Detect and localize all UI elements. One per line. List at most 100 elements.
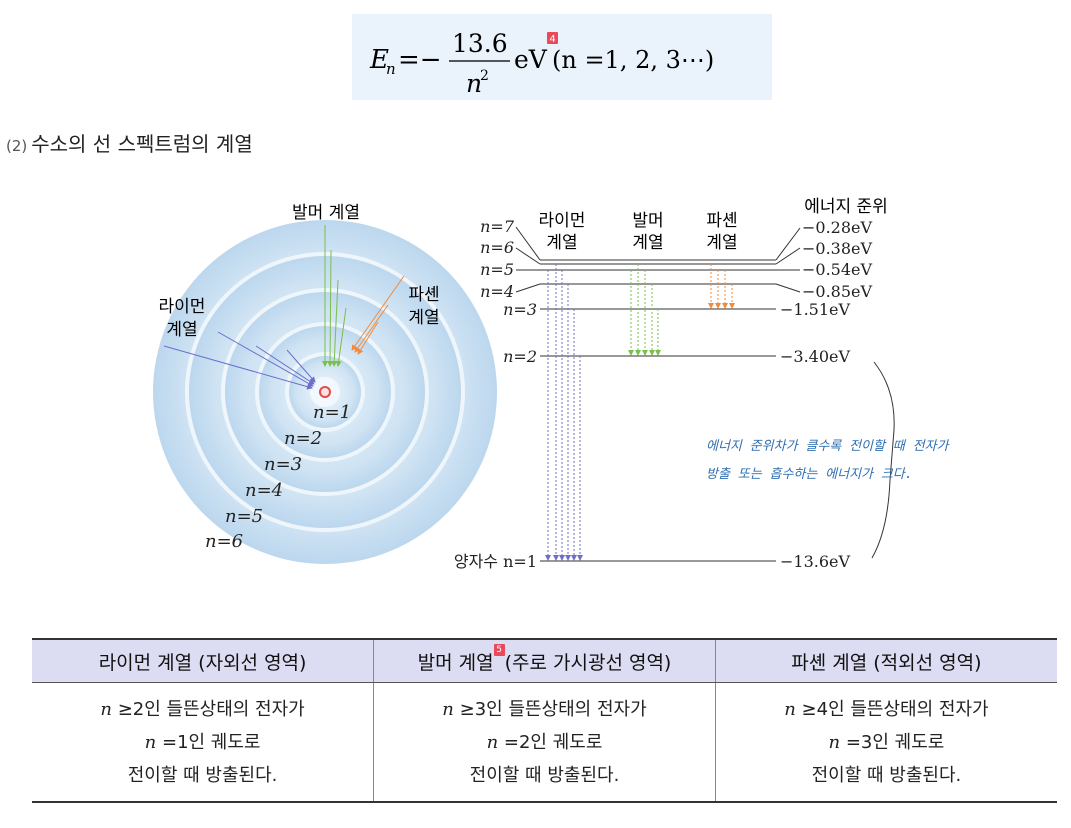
section-heading: (2)수소의 선 스펙트럼의 계열: [6, 128, 253, 157]
cell-lyman-text2: =1인 궤도로: [161, 731, 261, 753]
atom-label-paschen-1: 파셴: [408, 285, 439, 305]
level-label-6: n=6: [480, 238, 514, 257]
orbit-label-3: n=3: [264, 454, 302, 475]
right-leaders: [775, 227, 801, 293]
formula-range: (n =1, 2, 3⋯): [552, 46, 714, 74]
level-label-4: n=4: [480, 282, 514, 301]
energy-level-diagram: 라이먼 계열 발머 계열 파셴 계열 에너지 준위 n=7 n=6 n=5: [454, 197, 951, 571]
formula-denominator: n: [466, 69, 482, 98]
atom-lyman-arrows: [163, 331, 316, 390]
cell-paschen-n: n: [784, 698, 796, 720]
cell-paschen-line1: n ≥4인 들뜬상태의 전자가: [716, 693, 1057, 726]
header-balmer-text: 발머 계열: [417, 651, 494, 674]
orbit-label-6: n=6: [205, 531, 243, 552]
level-header-balmer-2: 계열: [632, 233, 663, 253]
header-paschen-text: 파셴 계열 (적외선 영역): [791, 651, 982, 674]
cell-paschen-n2: n: [828, 731, 841, 753]
cell-paschen: n ≥4인 들뜬상태의 전자가 n =3인 궤도로 전이할 때 방출된다.: [714, 682, 1057, 803]
cell-paschen-text1: ≥4인 들뜬상태의 전자가: [801, 698, 989, 720]
orbit-label-5: n=5: [225, 506, 263, 527]
level-label-1: 양자수 n=1: [454, 552, 537, 571]
level-header-balmer-1: 발머: [632, 211, 663, 231]
level-header-energy: 에너지 준위: [804, 197, 888, 217]
cell-lyman: n ≥2인 들뜬상태의 전자가 n =1인 궤도로 전이할 때 방출된다.: [32, 682, 374, 803]
note-bracket: [871, 361, 895, 559]
lyman-transitions: [547, 264, 581, 557]
cell-lyman-n: n: [100, 698, 112, 720]
energy-5: −0.54eV: [802, 260, 873, 279]
cell-balmer-line2: n =2인 궤도로: [374, 726, 715, 759]
atom-label-lyman-2: 계열: [166, 320, 197, 340]
formula-denominator-sup: 2: [480, 68, 489, 84]
paschen-transitions: [710, 264, 733, 305]
cell-balmer-n: n: [442, 698, 454, 720]
header-balmer-badge: 5: [493, 643, 505, 656]
section-title: 수소의 선 스펙트럼의 계열: [31, 132, 253, 156]
orbit-labels: n=1 n=2 n=3 n=4 n=5 n=6: [205, 402, 351, 552]
level-lines: [540, 259, 776, 562]
cell-balmer-n2: n: [486, 731, 499, 753]
energy-4: −0.85eV: [802, 282, 873, 301]
energy-6: −0.38eV: [802, 239, 873, 258]
energy-formula: E n =− 13.6 n 2 eV 4 (n =1, 2, 3⋯): [352, 14, 772, 100]
formula-unit: eV: [514, 45, 548, 74]
section-number: (2): [6, 137, 28, 155]
level-header-paschen-1: 파셴: [706, 211, 737, 231]
orbit-label-2: n=2: [284, 428, 322, 449]
cell-paschen-line3: 전이할 때 방출된다.: [811, 764, 962, 786]
note-line-1: 에너지 준위차가 클수록 전이할 때 전자가: [706, 439, 950, 454]
cell-balmer-line1: n ≥3인 들뜬상태의 전자가: [374, 693, 715, 726]
note-line-2: 방출 또는 흡수하는 에너지가 크다.: [706, 467, 913, 482]
atom-label-balmer: 발머 계열: [292, 203, 360, 223]
cell-balmer-line3: 전이할 때 방출된다.: [469, 764, 620, 786]
level-left-labels: n=7 n=6 n=5 n=4 n=3 n=2 양자수 n=1: [454, 217, 537, 571]
spectrum-diagram: 발머 계열 파셴 계열 라이먼 계열 n=1 n=2 n=3 n=4 n=5 n…: [153, 197, 951, 571]
energy-2: −3.40eV: [780, 347, 851, 366]
cell-paschen-text2: =3인 궤도로: [845, 731, 945, 753]
formula-badge: [547, 32, 558, 44]
nucleus: [319, 386, 331, 398]
left-leaders: [515, 226, 541, 293]
level-header-paschen-2: 계열: [706, 233, 737, 253]
balmer-arrowheads: [628, 350, 661, 356]
cell-lyman-text1: ≥2인 들뜬상태의 전자가: [117, 698, 305, 720]
lyman-arrowheads: [545, 555, 583, 561]
paschen-arrowheads: [708, 303, 735, 309]
cell-lyman-line3: 전이할 때 방출된다.: [127, 764, 278, 786]
cell-balmer: n ≥3인 들뜬상태의 전자가 n =2인 궤도로 전이할 때 방출된다.: [373, 682, 716, 803]
orbit-label-4: n=4: [245, 480, 283, 501]
formula-equals: =−: [398, 45, 442, 75]
header-paschen: 파셴 계열 (적외선 영역): [714, 638, 1057, 683]
series-table-row: n ≥2인 들뜬상태의 전자가 n =1인 궤도로 전이할 때 방출된다. n …: [32, 682, 1057, 803]
level-header-lyman-2: 계열: [546, 233, 577, 253]
cell-balmer-text2: =2인 궤도로: [503, 731, 603, 753]
cell-paschen-line2: n =3인 궤도로: [716, 726, 1057, 759]
level-label-3: n=3: [503, 300, 537, 319]
header-balmer-suffix: (주로 가시광선 영역): [504, 651, 672, 674]
atom-label-paschen-2: 계열: [408, 308, 439, 328]
formula-lhs-sub: n: [386, 60, 396, 78]
cell-lyman-line1: n ≥2인 들뜬상태의 전자가: [32, 693, 373, 726]
atom-paschen-arrows: [351, 275, 405, 355]
atom-balmer-arrows: [322, 225, 347, 367]
level-label-5: n=5: [480, 260, 514, 279]
energy-3: −1.51eV: [780, 300, 851, 319]
header-lyman: 라이먼 계열 (자외선 영역): [32, 638, 374, 683]
energy-labels: −0.28eV −0.38eV −0.54eV −0.85eV −1.51eV …: [780, 218, 873, 571]
energy-formula-svg: E n =− 13.6 n 2 eV 4 (n =1, 2, 3⋯): [369, 29, 714, 98]
energy-7: −0.28eV: [802, 218, 873, 237]
balmer-transitions: [630, 264, 659, 352]
header-balmer: 발머 계열5(주로 가시광선 영역): [373, 638, 716, 683]
formula-lhs: E: [369, 45, 389, 75]
cell-balmer-text1: ≥3인 들뜬상태의 전자가: [459, 698, 647, 720]
atom-label-lyman-1: 라이먼: [159, 297, 206, 317]
formula-badge-text: 4: [549, 34, 555, 45]
cell-lyman-line2: n =1인 궤도로: [32, 726, 373, 759]
orbit-label-1: n=1: [313, 402, 351, 423]
level-label-2: n=2: [503, 347, 537, 366]
series-table-header: 라이먼 계열 (자외선 영역) 발머 계열5(주로 가시광선 영역) 파셴 계열…: [32, 638, 1057, 683]
cell-lyman-n2: n: [144, 731, 157, 753]
level-label-7: n=7: [480, 217, 515, 236]
series-table: 라이먼 계열 (자외선 영역) 발머 계열5(주로 가시광선 영역) 파셴 계열…: [32, 638, 1057, 803]
level-header-lyman-1: 라이먼: [539, 211, 586, 231]
